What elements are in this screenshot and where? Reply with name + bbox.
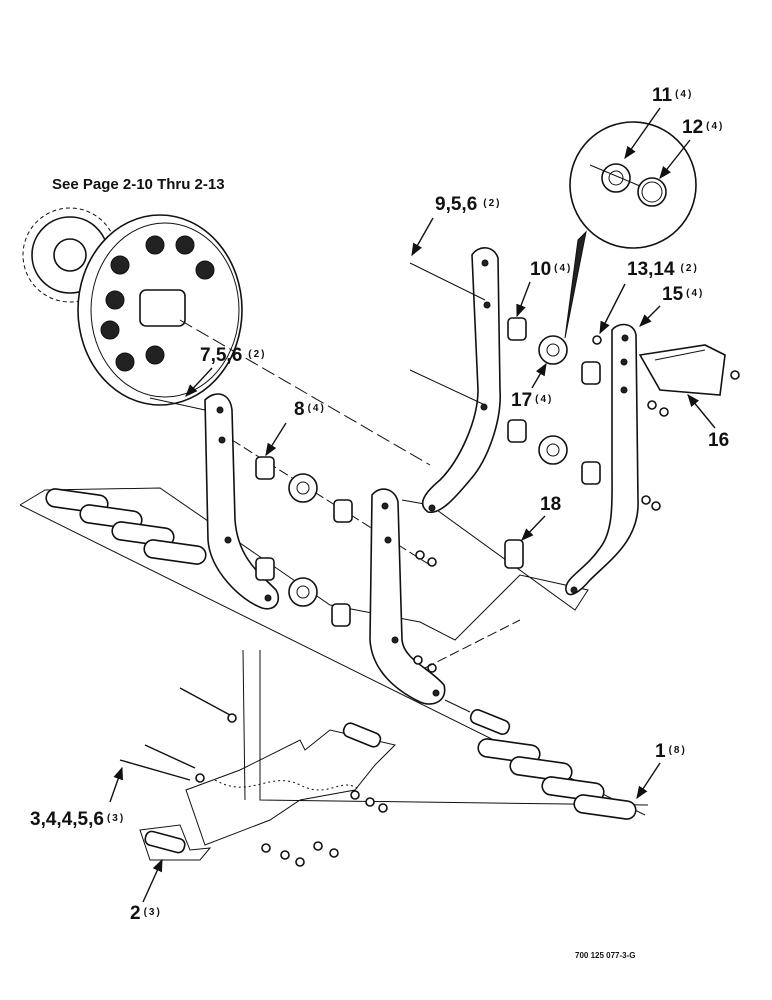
slotted-links-left [45, 488, 207, 565]
callout-2: 2(3) [130, 858, 163, 924]
callout-1: 1(8) [636, 741, 687, 800]
svg-text:10(4): 10(4) [530, 259, 572, 280]
drawing-code: 700 125 077-3-G [575, 951, 636, 960]
svg-text:16: 16 [708, 430, 729, 451]
callout-12: 12(4) [659, 117, 724, 179]
callout-8: 8(4) [265, 399, 326, 457]
svg-text:15(4): 15(4) [662, 284, 704, 305]
bearing-detail-circle [564, 121, 697, 339]
slotted-links-right [469, 709, 637, 820]
callout-9: 9,5,6(2) [411, 194, 502, 257]
svg-text:2(3): 2(3) [130, 903, 162, 924]
left-roller-arm [149, 393, 431, 627]
callout-18: 18 [521, 494, 561, 541]
callout-16: 16 [687, 394, 729, 451]
callout-15: 15(4) [639, 284, 704, 327]
svg-text:18: 18 [540, 494, 561, 515]
svg-text:12(4): 12(4) [682, 117, 724, 138]
bottom-bracket-assembly [119, 619, 521, 867]
upper-roller-arm [409, 247, 601, 569]
svg-text:9,5,6(2): 9,5,6(2) [435, 194, 502, 215]
callout-11: 11(4) [624, 85, 693, 160]
callout-7: 7,5,6(2) [185, 345, 267, 397]
callout-10: 10(4) [516, 259, 572, 318]
svg-text:7,5,6(2): 7,5,6(2) [200, 345, 267, 366]
right-arm [565, 323, 740, 596]
svg-text:8(4): 8(4) [294, 399, 326, 420]
svg-text:17(4): 17(4) [511, 390, 553, 411]
svg-text:3,4,4,5,6(3): 3,4,4,5,6(3) [30, 809, 125, 830]
callout-3: 3,4,4,5,6(3) [30, 766, 125, 830]
callout-13: 13,14(2) [599, 259, 699, 335]
svg-text:1(8): 1(8) [655, 741, 687, 762]
reference-note: See Page 2-10 Thru 2-13 [52, 176, 225, 193]
callout-17: 17(4) [511, 362, 553, 411]
center-arm [369, 488, 446, 705]
sprocket-hub-assembly [22, 207, 431, 466]
svg-text:13,14(2): 13,14(2) [627, 259, 699, 280]
svg-text:11(4): 11(4) [652, 85, 693, 106]
